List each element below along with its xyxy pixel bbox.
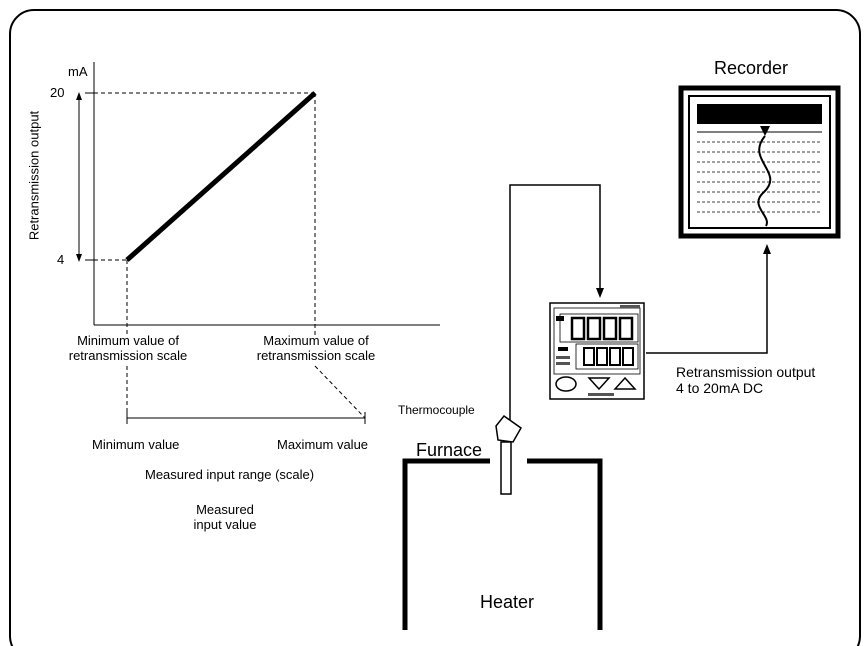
recorder-pen-icon [760, 126, 770, 136]
controller-down-button [587, 377, 611, 391]
controller-mode-button [555, 376, 577, 392]
range-caption: Measured input range (scale) [145, 467, 315, 482]
input-wire [509, 184, 601, 440]
recorder-trace [757, 135, 772, 227]
thermocouple-head-icon [495, 414, 522, 443]
input-caption: Measured input value [193, 502, 257, 532]
output-line [125, 91, 317, 262]
outer-frame [9, 9, 861, 646]
thermocouple-label: Thermocouple [398, 403, 475, 417]
y-tick-4: 4 [57, 252, 65, 267]
range-min-label: Minimum value [92, 437, 180, 452]
thermocouple-probe [500, 441, 512, 495]
furnace-label: Furnace [416, 440, 483, 460]
heater-label: Heater [480, 592, 535, 612]
max-scale-label: Maximum value of retransmission scale [256, 333, 376, 363]
recorder-device [678, 85, 841, 239]
recorder-header-bar [697, 104, 822, 124]
y-axis-label: Retransmission output [26, 110, 42, 241]
range-max-label: Maximum value [277, 437, 369, 452]
controller-device [549, 302, 645, 400]
retransmission-graph [76, 62, 440, 424]
unit-label: mA [68, 64, 88, 79]
output-label: Retransmission output 4 to 20mA DC [676, 364, 816, 396]
furnace [402, 414, 603, 630]
min-scale-label: Minimum value of retransmission scale [68, 333, 188, 363]
y-tick-20: 20 [50, 85, 65, 100]
output-wire [646, 252, 768, 354]
recorder-label: Recorder [714, 58, 789, 78]
controller-up-button [613, 376, 637, 390]
